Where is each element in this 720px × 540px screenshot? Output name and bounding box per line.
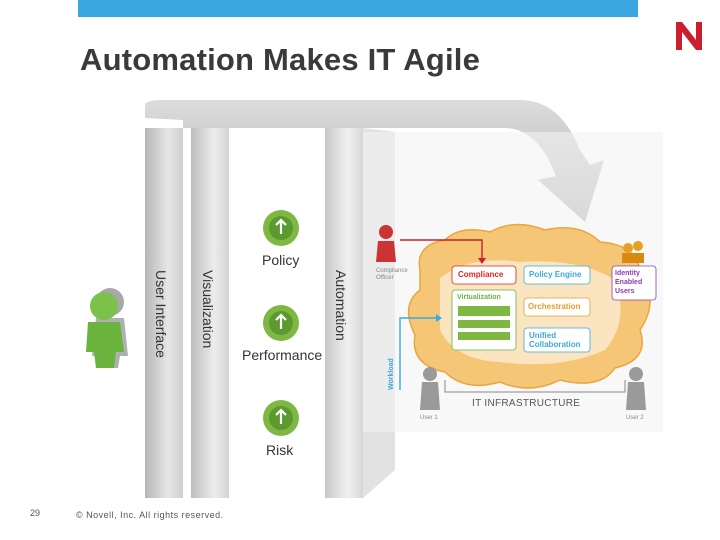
compliance-box-label: Compliance <box>458 270 504 279</box>
compliance-officer-label: Compliance Officer <box>376 268 408 281</box>
copyright-text: © Novell, Inc. All rights reserved. <box>76 510 224 520</box>
top-accent-bar <box>78 0 638 17</box>
identity-box-label: Identity Enabled Users <box>615 270 643 295</box>
user-figure-icon <box>86 288 128 368</box>
virtualization-box-label: Virtualization <box>457 294 501 301</box>
pillar-user-interface <box>145 128 183 498</box>
pillar-visualization <box>191 128 229 498</box>
performance-button-icon <box>263 305 299 341</box>
page-number: 29 <box>30 508 41 518</box>
orchestration-box-label: Orchestration <box>528 302 581 311</box>
user2-label: User 2 <box>626 415 644 421</box>
policy-button-icon <box>263 210 299 246</box>
workload-label: Workload <box>388 358 395 390</box>
pillar-automation <box>325 128 363 498</box>
unified-collaboration-box-label: Unified Collaboration <box>529 331 581 349</box>
policy-label: Policy <box>262 252 300 268</box>
slide-title: Automation Makes IT Agile <box>80 42 481 77</box>
user1-label: User 1 <box>420 415 438 421</box>
risk-button-icon <box>263 400 299 436</box>
novell-logo <box>676 22 702 50</box>
performance-label: Performance <box>242 347 323 363</box>
policy-engine-box-label: Policy Engine <box>529 270 582 279</box>
it-infrastructure-label: IT INFRASTRUCTURE <box>472 398 581 409</box>
risk-label: Risk <box>266 442 294 458</box>
